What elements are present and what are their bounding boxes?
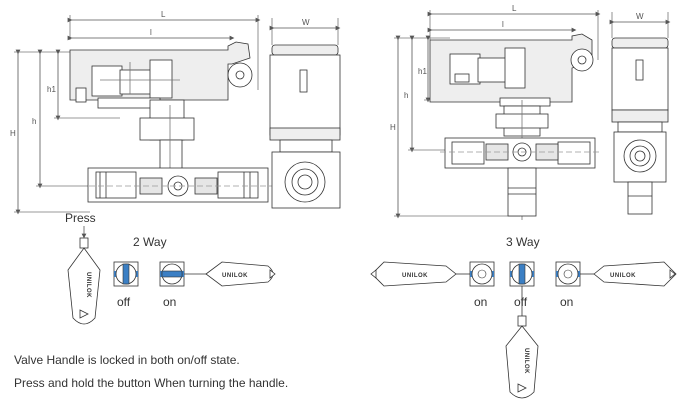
left-handle-brand: UNILOK xyxy=(85,272,91,298)
left-assembly: L l W H h h1 xyxy=(10,10,341,215)
dim-h-label: h xyxy=(32,117,36,126)
press-label: Press xyxy=(65,211,96,225)
dim-H-label: H xyxy=(10,129,16,138)
right-dim-H: H xyxy=(390,35,520,219)
left-off-label: off xyxy=(117,295,131,309)
dim-L-label: L xyxy=(161,10,166,19)
dim-h1-label: h1 xyxy=(47,85,56,94)
right-title: 3 Way xyxy=(506,235,540,249)
dim-W-label: W xyxy=(302,18,310,27)
right-dim-H-label: H xyxy=(390,123,396,132)
right-handle-r-brand: UNILOK xyxy=(610,273,636,279)
right-dim-h1-label: h1 xyxy=(418,67,427,76)
right-actuator-front xyxy=(429,33,594,107)
note-press-hold: Press and hold the button When turning t… xyxy=(14,376,289,390)
right-dim-L: L xyxy=(427,4,601,60)
right-handle-l-brand: UNILOK xyxy=(402,273,428,279)
right-on2-label: on xyxy=(560,295,573,309)
left-actuator-front xyxy=(69,41,253,109)
left-actuator-side xyxy=(269,44,341,209)
right-on1-label: on xyxy=(474,295,487,309)
left-handle-h-brand: UNILOK xyxy=(222,273,248,279)
left-handle-vertical: UNILOK xyxy=(67,237,101,325)
right-handle-right: UNILOK xyxy=(580,261,677,287)
right-off-label: off xyxy=(514,295,528,309)
right-handle-left: UNILOK xyxy=(370,261,470,287)
right-valve-body xyxy=(440,100,602,220)
dim-l-label: l xyxy=(150,28,152,37)
right-dim-L-label: L xyxy=(512,4,517,13)
right-assembly: L l W H h h1 xyxy=(390,4,671,220)
right-dim-W: W xyxy=(609,12,671,38)
left-position-on: on xyxy=(159,261,185,309)
left-title: 2 Way xyxy=(133,235,167,249)
left-dim-l: l xyxy=(67,28,235,41)
right-handle-b-brand: UNILOK xyxy=(523,348,529,374)
right-actuator-side xyxy=(611,37,669,215)
left-valve-body xyxy=(80,99,275,203)
right-dim-l: l xyxy=(427,20,577,33)
right-dim-l-label: l xyxy=(502,20,504,29)
right-position-off: off xyxy=(509,261,535,309)
right-dim-h-label: h xyxy=(404,91,408,100)
left-dim-W: W xyxy=(269,18,341,45)
right-position-on-2: on xyxy=(555,261,581,309)
note-locked: Valve Handle is locked in both on/off st… xyxy=(14,353,240,367)
right-dim-W-label: W xyxy=(636,12,644,21)
left-handle-horizontal: UNILOK xyxy=(184,261,276,287)
left-on-label: on xyxy=(163,295,176,309)
left-dim-h1: h1 xyxy=(47,49,120,121)
right-position-on-1: on xyxy=(469,261,495,309)
left-position-off: off xyxy=(113,261,139,309)
right-handle-bottom: UNILOK xyxy=(505,286,539,399)
